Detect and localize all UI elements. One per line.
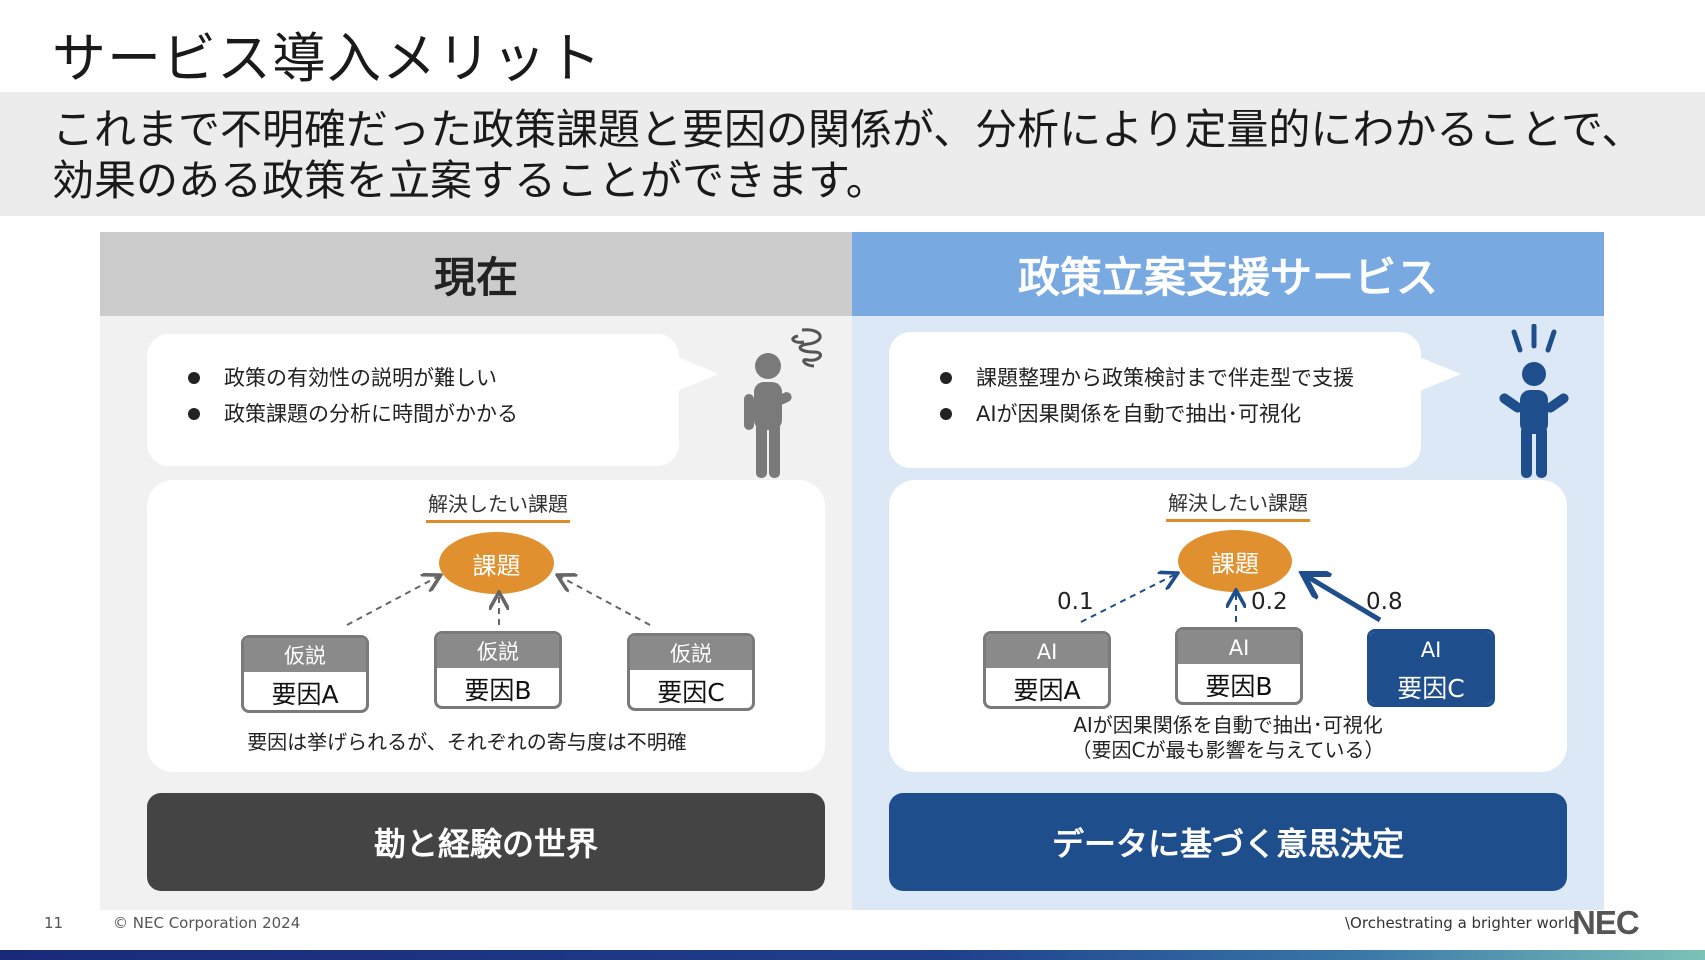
summary-bar	[0, 92, 1705, 216]
service-bullet-list: 課題整理から政策検討まで伴走型で支援 AIが因果関係を自動で抽出･可視化	[936, 360, 1354, 432]
page-number: 11	[44, 914, 64, 932]
copyright: © NEC Corporation 2024	[113, 914, 301, 932]
hypothesis-arrows	[346, 480, 651, 626]
footer-gradient-bar	[0, 950, 1705, 960]
current-speech-bubble	[147, 334, 679, 466]
confused-person-icon	[744, 328, 823, 478]
service-header: 政策立案支援サービス	[852, 232, 1604, 316]
issue-oval: 課題	[439, 532, 554, 594]
coefficient-b: 0.2	[1251, 589, 1288, 615]
excited-person-icon	[1499, 324, 1569, 478]
coefficient-c: 0.8	[1366, 589, 1403, 615]
data-driven-box: データに基づく意思決定	[889, 793, 1567, 891]
list-item: AIが因果関係を自動で抽出･可視化	[936, 396, 1354, 432]
service-note: AIが因果関係を自動で抽出･可視化 （要因Cが最も影響を与えている）	[1071, 713, 1385, 762]
current-note: 要因は挙げられるが、それぞれの寄与度は不明確	[247, 730, 687, 754]
nec-logo: NEC	[1572, 904, 1640, 941]
issue-oval: 課題	[1178, 530, 1292, 592]
factor-box-c: 仮説 要因C	[627, 633, 755, 711]
coefficient-a: 0.1	[1057, 589, 1094, 615]
service-speech-bubble	[889, 332, 1421, 468]
list-item: 政策の有効性の説明が難しい	[184, 360, 518, 396]
tagline: \Orchestrating a brighter world	[1345, 914, 1578, 932]
speech-bubble-tail	[1417, 356, 1461, 392]
factor-box-b: 仮説 要因B	[434, 631, 562, 709]
factor-box-a: AI 要因A	[983, 631, 1111, 709]
factor-box-a: 仮説 要因A	[241, 635, 369, 713]
factor-box-c-highlighted: AI 要因C	[1367, 629, 1495, 707]
page-title: サービス導入メリット	[52, 27, 602, 90]
current-diagram-card	[147, 480, 825, 772]
list-item: 課題整理から政策検討まで伴走型で支援	[936, 360, 1354, 396]
summary-text: これまで不明確だった政策課題と要因の関係が、分析により定量的にわかることで、効果…	[52, 105, 1644, 205]
factor-box-b: AI 要因B	[1175, 627, 1303, 705]
current-header: 現在	[100, 232, 852, 316]
speech-bubble-tail	[675, 356, 719, 392]
issue-label: 解決したい課題	[426, 488, 570, 523]
intuition-box: 勘と経験の世界	[147, 793, 825, 891]
causal-arrows	[1080, 480, 1382, 623]
list-item: 政策課題の分析に時間がかかる	[184, 396, 518, 432]
service-diagram-card	[889, 480, 1567, 772]
issue-label: 解決したい課題	[1166, 487, 1310, 522]
current-bullet-list: 政策の有効性の説明が難しい 政策課題の分析に時間がかかる	[184, 360, 518, 432]
